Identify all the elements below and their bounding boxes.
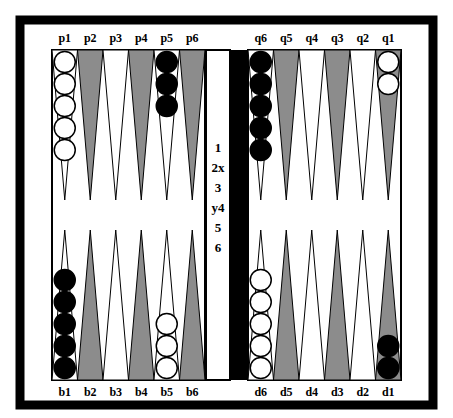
point-label: d2 [356,386,369,398]
board-point [325,50,351,200]
board-point [78,50,104,200]
point-label: q6 [254,32,267,44]
black-checker [54,292,75,313]
board-point [78,230,104,380]
board-point [325,230,351,380]
point-label: p5 [160,32,173,44]
board-point [103,50,129,200]
point-label: q5 [280,32,293,44]
board-point [154,50,180,200]
board-point [52,230,78,380]
board-bar [206,50,230,380]
board-point [129,50,155,200]
black-checker [378,336,399,357]
black-checker [250,140,271,161]
white-checker [156,314,177,335]
board-point [350,50,376,200]
point-label: b6 [186,386,199,398]
bar-number: y4 [212,201,225,214]
white-checker [156,358,177,379]
point-label: q2 [356,32,369,44]
point-label: q4 [305,32,318,44]
point-label: b2 [84,386,97,398]
black-checker [54,358,75,379]
white-checker [250,292,271,313]
white-checker [378,74,399,95]
bar-number: 6 [215,241,222,254]
bar-number: 3 [215,181,222,194]
bar-number: 2x [212,161,225,174]
point-label: p4 [135,32,148,44]
board-point [274,230,300,380]
black-checker [250,52,271,73]
black-checker [54,270,75,291]
black-checker [54,314,75,335]
white-checker [54,118,75,139]
white-checker [54,96,75,117]
board-half [248,50,401,380]
bar-number: 5 [215,221,222,234]
white-checker [250,358,271,379]
white-checker [54,52,75,73]
board-point [376,50,402,200]
white-checker [156,336,177,357]
board-point [248,230,274,380]
point-label: d3 [331,386,344,398]
black-checker [250,118,271,139]
board-point [299,230,325,380]
white-checker [54,74,75,95]
point-label: q3 [331,32,344,44]
white-checker [250,314,271,335]
point-label: b4 [135,386,148,398]
bar-number: 1 [215,141,222,154]
black-checker [156,96,177,117]
point-label: d6 [254,386,267,398]
board-point [180,230,206,380]
board-frame [20,20,433,405]
point-label: b5 [160,386,173,398]
board-point [103,230,129,380]
point-label: d5 [280,386,293,398]
black-checker [250,74,271,95]
board-point [350,230,376,380]
board-point [154,230,180,380]
point-label: b1 [58,386,71,398]
black-checker [378,358,399,379]
board-half [52,50,205,380]
white-checker [378,52,399,73]
board-point [299,50,325,200]
black-checker [250,96,271,117]
point-label: d4 [305,386,318,398]
board-point [180,50,206,200]
board-point [52,50,78,200]
white-checker [54,140,75,161]
point-label: p1 [58,32,71,44]
point-label: d1 [382,386,395,398]
point-label: p3 [109,32,122,44]
point-label: p2 [84,32,97,44]
black-checker [54,336,75,357]
black-checker [156,52,177,73]
bar-divider [231,50,247,380]
board-point [129,230,155,380]
black-checker [156,74,177,95]
board-point [248,50,274,200]
point-label: b3 [109,386,122,398]
white-checker [250,336,271,357]
board-point [274,50,300,200]
point-label: p6 [186,32,199,44]
white-checker [250,270,271,291]
point-label: q1 [382,32,395,44]
board-point [376,230,402,380]
